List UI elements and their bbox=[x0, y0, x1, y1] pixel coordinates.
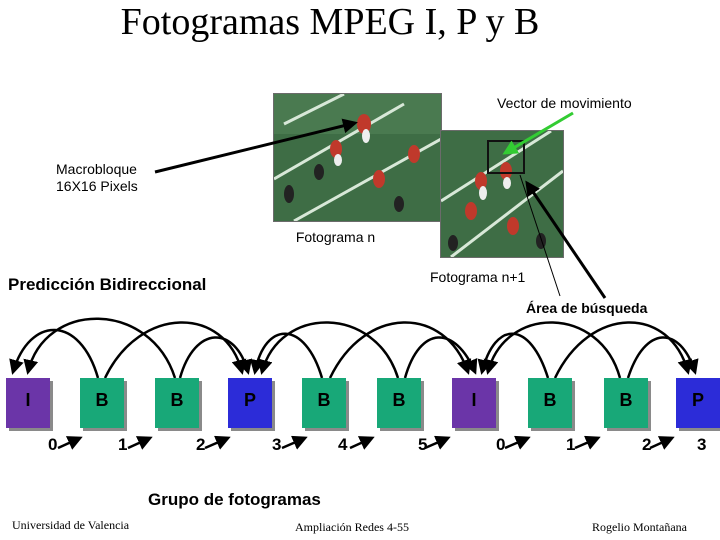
macroblock-label: Macrobloque 16X16 Pixels bbox=[56, 161, 138, 194]
frame-type-label: B bbox=[543, 390, 557, 410]
arc-b2-to-p3 bbox=[178, 336, 253, 379]
frame-type-label: B bbox=[619, 390, 633, 410]
macroblock-arrow bbox=[154, 118, 358, 174]
tick-3 bbox=[281, 435, 308, 450]
frame-number-5: 5 bbox=[418, 435, 428, 454]
search-area-arrow bbox=[525, 180, 607, 299]
frame-box-b-5: B bbox=[377, 378, 421, 428]
arc-b1b-to-i0b bbox=[477, 332, 550, 379]
arc-b5-to-i0b bbox=[403, 336, 478, 379]
arc-b4-to-i0b bbox=[328, 321, 472, 379]
frame-box-b-7: B bbox=[528, 378, 572, 428]
frame-number-0: 0 bbox=[48, 435, 58, 454]
frame-box-i-6: I bbox=[452, 378, 496, 428]
tick-5 bbox=[424, 435, 451, 450]
frame-n-label: Fotograma n bbox=[273, 227, 398, 251]
tick-2 bbox=[204, 435, 231, 450]
frame-box-p-3: P bbox=[228, 378, 272, 428]
frame-number-1: 1 bbox=[118, 435, 128, 454]
motion-vector-arrow bbox=[502, 111, 574, 155]
footer-right: Rogelio Montañana bbox=[592, 520, 687, 534]
frame-number-4: 4 bbox=[338, 435, 348, 454]
frame-type-label: B bbox=[95, 390, 109, 410]
slide-title: Fotogramas MPEG I, P y B bbox=[120, 1, 540, 43]
frame-type-label: B bbox=[170, 390, 184, 410]
frame-number-8: 2 bbox=[642, 435, 652, 454]
footer-left: Universidad de Valencia bbox=[12, 518, 130, 532]
arc-b2-to-i0 bbox=[23, 317, 177, 379]
frame-type-label: I bbox=[25, 390, 31, 410]
frame-number-3: 3 bbox=[272, 435, 282, 454]
frame-number-7: 1 bbox=[566, 435, 576, 454]
arc-b5-to-p3 bbox=[257, 321, 400, 379]
tick-1b bbox=[574, 435, 601, 450]
tick-0 bbox=[57, 436, 83, 450]
frame-box-p-9: P bbox=[676, 378, 720, 428]
frame-box-b-2: B bbox=[155, 378, 199, 428]
frame-type-label: B bbox=[317, 390, 331, 410]
tick-1 bbox=[127, 436, 153, 450]
frame-box-i-0: I bbox=[6, 378, 50, 428]
search-area-arrow-secondary bbox=[519, 174, 561, 297]
frame-box-b-4: B bbox=[302, 378, 346, 428]
arc-b1-to-p3 bbox=[103, 321, 247, 379]
tick-0b bbox=[504, 435, 531, 450]
footer-center: Ampliación Redes 4-55 bbox=[295, 520, 409, 534]
arc-b1-to-i0 bbox=[9, 328, 100, 379]
frame-n-photo bbox=[273, 93, 442, 222]
tick-4 bbox=[349, 436, 375, 450]
search-area-label: Área de búsqueda bbox=[526, 300, 648, 316]
arc-b2b-to-i0b bbox=[483, 321, 622, 379]
frame-n1-photo bbox=[440, 130, 564, 258]
frame-type-label: P bbox=[691, 390, 704, 410]
motion-vector-label: Vector de movimiento bbox=[497, 95, 632, 111]
frame-number-6: 0 bbox=[496, 435, 506, 454]
frame-box-b-1: B bbox=[80, 378, 124, 428]
arc-b4-to-p3 bbox=[249, 332, 324, 379]
frame-type-label: P bbox=[243, 390, 256, 410]
tick-2b bbox=[649, 436, 675, 450]
group-label: Grupo de fotogramas bbox=[148, 490, 321, 509]
frame-type-label: I bbox=[471, 390, 477, 410]
arc-b1b-to-p3b bbox=[553, 321, 693, 379]
frame-n1-label: Fotograma n+1 bbox=[430, 269, 526, 285]
frame-box-b-8: B bbox=[604, 378, 648, 428]
frame-number-2: 2 bbox=[196, 435, 206, 454]
frame-number-9: 3 bbox=[697, 435, 707, 454]
arc-b2b-to-p3b bbox=[626, 336, 699, 379]
bidirectional-label: Predicción Bidireccional bbox=[8, 275, 207, 294]
frame-type-label: B bbox=[392, 390, 406, 410]
